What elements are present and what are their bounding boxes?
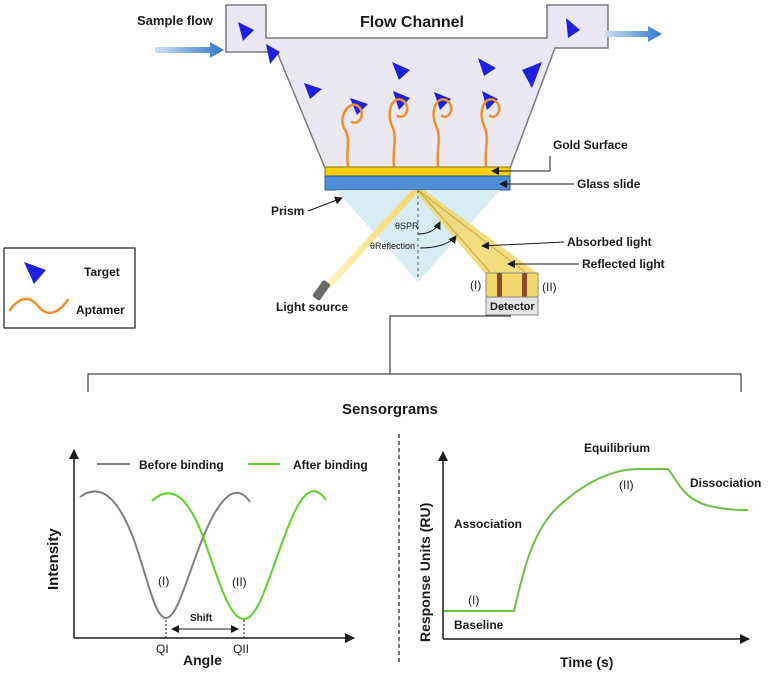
x-axis-label: Angle xyxy=(183,652,222,668)
reflected-light-label: Reflected light xyxy=(582,257,665,271)
spr-angle-arc xyxy=(417,221,441,235)
point-label-i: (I) xyxy=(468,593,479,607)
y-axis-label: Intensity xyxy=(45,528,62,590)
series-after-binding-line xyxy=(151,490,327,621)
prism-pointer xyxy=(307,196,343,212)
phase-label-baseline: Baseline xyxy=(454,618,504,632)
outflow-arrow-icon xyxy=(605,26,662,42)
minimum-label-i: (I) xyxy=(158,574,169,588)
absorbed-light-label: Absorbed light xyxy=(567,235,652,249)
flow-channel: Flow Channel xyxy=(225,4,609,169)
flow-channel-title: Flow Channel xyxy=(360,14,464,31)
legend-target-label: Target xyxy=(84,265,120,279)
aptamer-strand xyxy=(388,98,409,168)
detector-box xyxy=(485,296,539,316)
light-source-icon xyxy=(312,280,331,301)
detector-label-ii: (II) xyxy=(542,280,557,294)
response-curve-line xyxy=(444,468,749,612)
legend-frame xyxy=(3,247,136,329)
detector-label-i: (I) xyxy=(470,278,481,292)
beam-line xyxy=(417,189,491,273)
target-icon xyxy=(24,262,46,284)
aptamer-strand xyxy=(432,98,453,168)
shift-label: Shift xyxy=(190,613,213,624)
target-icon xyxy=(392,62,410,80)
sensorgrams-title: Sensorgrams xyxy=(342,401,438,418)
sample-flow-in: Sample flow xyxy=(137,13,224,58)
prism xyxy=(336,190,500,282)
target-icon xyxy=(238,22,254,41)
aptamer-icon xyxy=(8,297,70,314)
detector-sensor xyxy=(485,272,539,298)
target-icon xyxy=(522,62,542,88)
target-icon xyxy=(304,83,322,99)
phase-label-association: Association xyxy=(454,517,522,531)
legend-aptamer-label: Aptamer xyxy=(76,303,125,317)
legend: Before binding After binding xyxy=(97,458,368,472)
x-tick-label-qii: QII xyxy=(233,642,249,656)
sample-flow-label: Sample flow xyxy=(137,13,214,28)
glass-slide xyxy=(324,175,511,191)
absorbed-light-pointer xyxy=(481,241,565,250)
target-icon xyxy=(478,58,496,76)
aptamers xyxy=(341,98,501,168)
legend-box: Target Aptamer xyxy=(3,247,136,329)
gold-surface xyxy=(324,166,511,177)
prism-label: Prism xyxy=(271,204,304,218)
aptamer-strand xyxy=(480,98,501,168)
bracket-bar xyxy=(87,373,742,392)
detector-band-ii xyxy=(522,273,527,297)
incident-beam xyxy=(324,190,418,288)
sensorgram-bracket xyxy=(87,315,742,392)
glass-slide-label: Glass slide xyxy=(577,177,641,191)
legend-after-label: After binding xyxy=(293,458,368,472)
beam-line xyxy=(417,189,526,273)
reflection-angle-arc xyxy=(419,235,457,249)
light-source-label: Light source xyxy=(276,300,348,314)
minimum-label-ii: (II) xyxy=(232,575,247,589)
phase-label-dissociation: Dissociation xyxy=(690,476,761,490)
x-axis-label: Time (s) xyxy=(560,654,613,670)
y-axis-label: Response Units (RU) xyxy=(417,503,433,642)
spr-angle-chart: Intensity Angle Before binding After bin… xyxy=(45,449,368,668)
target-icon xyxy=(434,92,451,110)
target-icon xyxy=(266,44,280,64)
phase-label-equilibrium: Equilibrium xyxy=(584,441,650,455)
spr-angle-label: θSPR xyxy=(395,221,419,231)
x-tick-label-qi: QI xyxy=(156,642,169,656)
bracket-connector xyxy=(389,315,511,374)
light-source: Light source xyxy=(276,280,348,314)
sensorgram-chart: Response Units (RU) Time (s) Baseline As… xyxy=(417,441,761,670)
detector-band-i xyxy=(497,273,502,297)
detector: Detector (I) (II) xyxy=(470,272,557,316)
detector-label: Detector xyxy=(490,301,535,313)
gold-surface-label: Gold Surface xyxy=(553,138,628,152)
reflection-angle-label: θReflection xyxy=(370,241,415,251)
series-before-binding-line xyxy=(79,490,251,620)
inflow-arrow-icon xyxy=(155,42,224,58)
target-icon xyxy=(566,18,580,38)
legend-before-label: Before binding xyxy=(139,458,224,472)
aptamer-strand xyxy=(341,103,363,168)
point-label-ii: (II) xyxy=(619,478,634,492)
